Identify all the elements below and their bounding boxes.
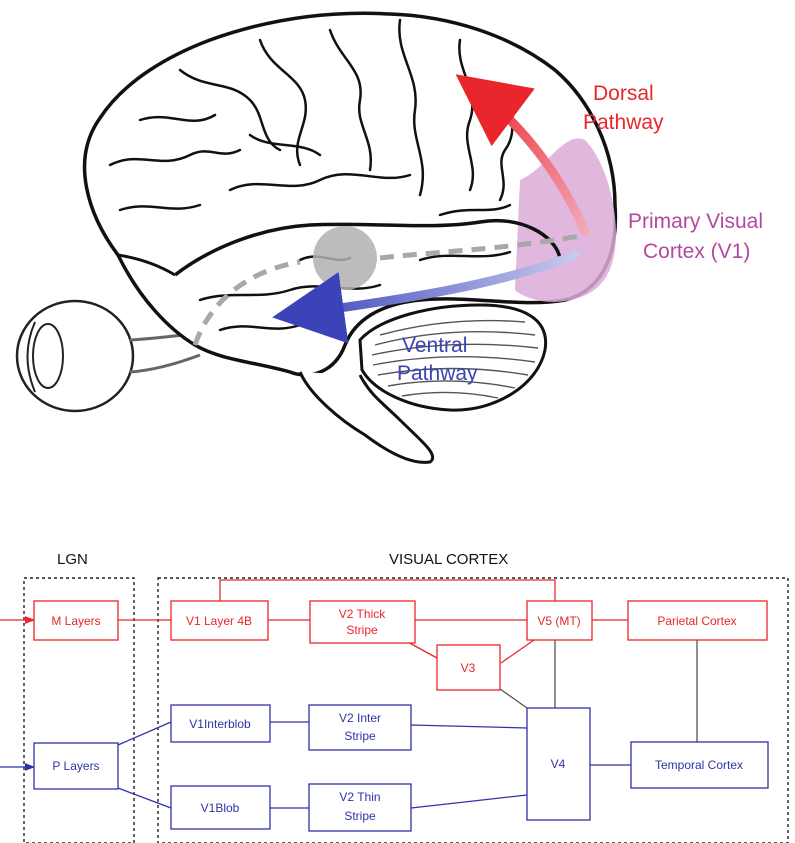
ventral-label-line2: Pathway (397, 362, 478, 385)
visual-cortex-title: VISUAL CORTEX (389, 551, 508, 568)
m-layers-label: M Layers (51, 614, 100, 628)
lgn-nucleus (313, 226, 377, 290)
p-layers-label: P Layers (52, 759, 99, 773)
cerebellum (360, 305, 546, 410)
dorsal-label-line2: Pathway (583, 111, 664, 134)
v1-layer4b-label: V1 Layer 4B (186, 614, 252, 628)
lgn-title: LGN (57, 551, 88, 568)
v4-label: V4 (551, 757, 566, 771)
v2-thin-label-line1: V2 Thin (339, 790, 380, 804)
pathway-flowchart: LGN VISUAL CORTEX (0, 551, 788, 843)
v2-inter-label-line2: Stripe (344, 729, 376, 743)
v1-interblob-label: V1Interblob (189, 717, 251, 731)
brain-illustration: Dorsal Pathway Primary Visual Cortex (V1… (17, 13, 763, 462)
parietal-cortex-label: Parietal Cortex (657, 614, 736, 628)
v2-thick-label-line2: Stripe (346, 623, 378, 637)
v2-thin-label-line2: Stripe (344, 809, 376, 823)
v3-label: V3 (461, 661, 476, 675)
v5-mt-label: V5 (MT) (537, 614, 580, 628)
v1-label-line2: Cortex (V1) (643, 240, 750, 263)
v1-blob-label: V1Blob (201, 801, 240, 815)
v2-inter-label-line1: V2 Inter (339, 711, 381, 725)
dorsal-label-line1: Dorsal (593, 82, 654, 105)
v1-label-line1: Primary Visual (628, 210, 763, 233)
temporal-cortex-label: Temporal Cortex (655, 758, 743, 772)
ventral-label-line1: Ventral (402, 334, 467, 357)
v2-thick-label-line1: V2 Thick (339, 607, 386, 621)
